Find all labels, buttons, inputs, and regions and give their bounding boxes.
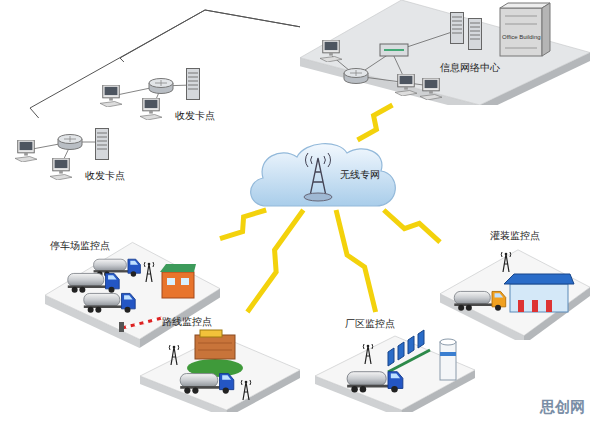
- wireless-link: [336, 210, 376, 312]
- node-label: 灌装监控点: [490, 230, 540, 242]
- node-label: 信息网络中心: [440, 62, 500, 74]
- sign-text: Office Building: [502, 34, 541, 41]
- platform-shape: [300, 0, 590, 105]
- platform-shape: [315, 312, 475, 412]
- node-label: 厂区监控点: [345, 318, 395, 330]
- site-platform: 信息网络中心: [300, 0, 590, 105]
- network-cable: [120, 10, 300, 62]
- platform-shape: [45, 238, 220, 348]
- network-cloud: 无线专网: [245, 140, 400, 210]
- node-label: 路线监控点: [162, 316, 212, 328]
- site-platform: 厂区监控点: [315, 312, 475, 412]
- equipment-group: 收发卡点: [95, 62, 219, 130]
- node-label: 无线专网: [340, 169, 380, 181]
- watermark: 思创网: [540, 398, 585, 416]
- node-label: 收发卡点: [85, 170, 125, 182]
- site-platform: 路线监控点: [140, 312, 300, 412]
- wireless-link: [358, 105, 393, 140]
- wireless-link: [384, 210, 440, 242]
- network-cable: [30, 10, 300, 118]
- node-label: 停车场监控点: [50, 240, 110, 252]
- building-sign: Office Building: [502, 34, 541, 41]
- site-platform: 灌装监控点: [440, 230, 590, 340]
- watermark-text: 思创网: [540, 398, 585, 416]
- site-platform: 停车场监控点: [45, 238, 220, 348]
- platform-shape: [440, 230, 590, 340]
- wireless-link: [247, 210, 303, 312]
- node-label: 收发卡点: [175, 110, 215, 122]
- equipment-group: 收发卡点: [5, 118, 135, 190]
- wireless-link: [220, 210, 266, 239]
